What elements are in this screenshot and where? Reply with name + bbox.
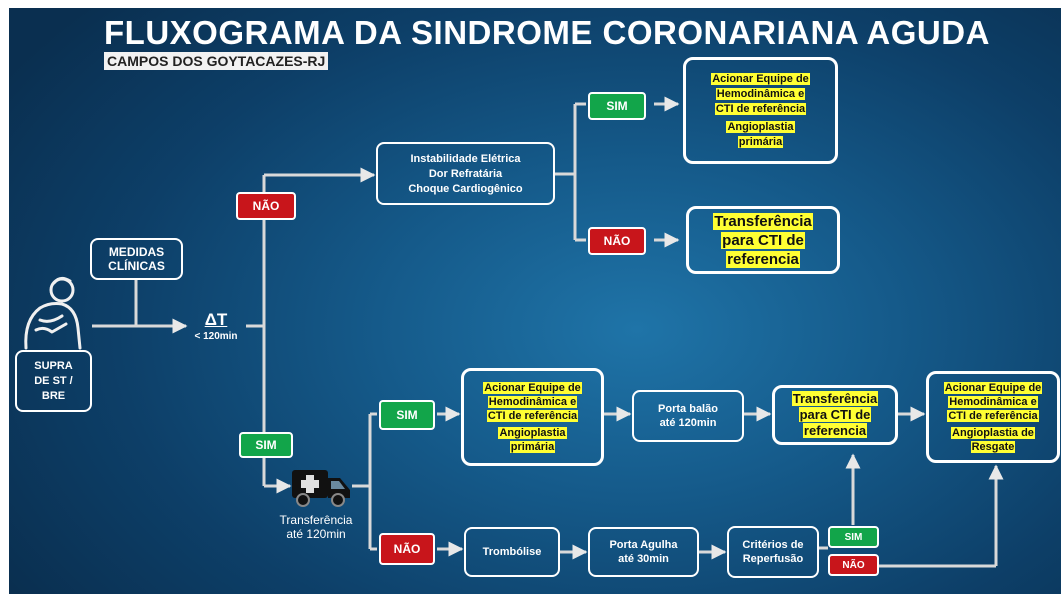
instab-line-1: Instabilidade Elétrica <box>410 152 521 165</box>
transf-mid-line-3: referencia <box>802 423 868 438</box>
angioplastia-mid-line-2: primária <box>509 440 556 453</box>
page-subtitle: CAMPOS DOS GOYTACAZES-RJ <box>104 52 329 70</box>
sim-tag-small: SIM <box>828 526 879 548</box>
acionar-mid-line-2: Hemodinâmica e <box>487 395 578 408</box>
patient-holding-chest-icon <box>16 274 86 350</box>
angioplastia-line-1: Angioplastia <box>726 120 795 133</box>
resgate-ang-line-2: Resgate <box>970 440 1016 453</box>
transf-top-line-1: Transferência <box>713 212 813 230</box>
porta-balao-line-1: Porta balão <box>658 403 718 415</box>
criterios-line-1: Critérios de <box>742 539 804 551</box>
sim-tag-lower: SIM <box>239 432 293 458</box>
resgate-ang-line-1: Angioplastia de <box>951 426 1035 439</box>
transf-mid-line-1: Transferência <box>791 391 879 406</box>
top-border <box>0 0 1061 8</box>
porta-agulha-line-1: Porta Agulha <box>609 539 678 551</box>
transf-mid-line-2: para CTI de <box>798 407 872 422</box>
porta-balao-line-2: até 120min <box>659 417 717 429</box>
nao-tag-small: NÃO <box>828 554 879 576</box>
transport-line-2: até 120min <box>286 527 346 541</box>
supra-st-box: SUPRA DE ST / BRE <box>15 350 92 412</box>
medidas-line-1: MEDIDAS <box>108 245 165 259</box>
acionar-line-3: CTI de referência <box>714 102 807 115</box>
resgate-line-2: Hemodinâmica e <box>948 395 1038 408</box>
supra-line-2: DE ST / <box>34 375 73 387</box>
page-title: FLUXOGRAMA DA SINDROME CORONARIANA AGUDA <box>104 14 990 51</box>
nao-tag-top: NÃO <box>588 227 646 255</box>
transferencia-cti-box-top: Transferência para CTI de referencia <box>686 206 840 274</box>
criterios-reperfusao-box: Critérios de Reperfusão <box>727 526 819 578</box>
ambulance-icon <box>291 466 353 508</box>
criterios-line-2: Reperfusão <box>742 553 804 565</box>
transf-top-line-3: referencia <box>726 250 800 268</box>
porta-agulha-line-2: até 30min <box>618 553 669 565</box>
porta-balao-box: Porta balão até 120min <box>632 390 744 442</box>
nao-tag-bottom: NÃO <box>379 533 435 565</box>
transport-line-1: Transferência <box>279 513 353 527</box>
supra-line-3: BRE <box>41 390 66 402</box>
medidas-line-2: CLÍNICAS <box>108 259 165 273</box>
angioplastia-mid-line-1: Angioplastia <box>498 426 567 439</box>
angioplastia-line-2: primária <box>737 135 784 148</box>
nao-tag-upper: NÃO <box>236 192 296 220</box>
transferencia-ate-label: Transferência até 120min <box>268 513 364 541</box>
delta-symbol: ΔT <box>204 310 228 329</box>
trombolise-label: Trombólise <box>482 546 542 558</box>
bottom-border <box>0 594 1061 599</box>
acionar-mid-line-3: CTI de referência <box>486 409 579 422</box>
acionar-hemodinamica-box-mid: Acionar Equipe de Hemodinâmica e CTI de … <box>461 368 604 466</box>
sim-tag-mid: SIM <box>379 400 435 430</box>
transf-top-line-2: para CTI de <box>721 231 805 249</box>
acionar-hemodinamica-box: Acionar Equipe de Hemodinâmica e CTI de … <box>683 57 838 164</box>
instab-line-2: Dor Refratária <box>428 167 503 180</box>
resgate-line-1: Acionar Equipe de <box>943 381 1043 394</box>
supra-line-1: SUPRA <box>34 360 73 372</box>
acionar-line-2: Hemodinâmica e <box>715 87 806 100</box>
resgate-line-3: CTI de referência <box>947 409 1039 422</box>
acionar-mid-line-1: Acionar Equipe de <box>483 381 582 394</box>
delta-t-label: ΔT < 120min <box>186 310 246 343</box>
porta-agulha-box: Porta Agulha até 30min <box>588 527 699 577</box>
left-border <box>0 0 9 599</box>
instab-line-3: Choque Cardiogênico <box>408 182 523 195</box>
sim-tag-top: SIM <box>588 92 646 120</box>
acionar-line-1: Acionar Equipe de <box>711 72 810 85</box>
acionar-resgate-box: Acionar Equipe de Hemodinâmica e CTI de … <box>926 371 1060 463</box>
instabilidade-box: Instabilidade Elétrica Dor Refratária Ch… <box>376 142 555 205</box>
medidas-clinicas-box: MEDIDAS CLÍNICAS <box>90 238 183 280</box>
trombolise-box: Trombólise <box>464 527 560 577</box>
delta-value: < 120min <box>194 331 238 342</box>
transferencia-cti-box-mid: Transferência para CTI de referencia <box>772 385 898 445</box>
